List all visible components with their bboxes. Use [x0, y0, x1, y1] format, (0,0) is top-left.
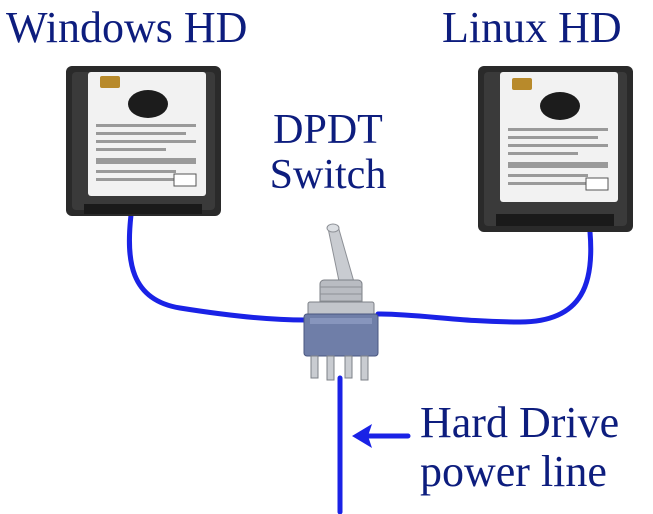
power-line-label: Hard Drive power line: [420, 398, 619, 497]
power-line-label-line2: power line: [420, 447, 607, 497]
wires: [126, 212, 594, 514]
linux-drive-label: Linux HD: [442, 3, 622, 52]
windows-drive-label: Windows HD: [6, 3, 248, 52]
switch-label-line2: Switch: [269, 152, 387, 199]
switch-label: DPDT Switch: [268, 107, 388, 199]
wire-windows: [126, 212, 308, 323]
hard-drive-icon: [478, 66, 633, 232]
wire-linux: [375, 229, 594, 325]
switch-label-line1: DPDT: [273, 107, 383, 153]
power-line-label-line1: Hard Drive: [420, 398, 620, 447]
arrow-left-icon: [352, 424, 411, 448]
toggle-switch-icon: [303, 223, 379, 381]
hard-drive-icon: [66, 66, 221, 216]
